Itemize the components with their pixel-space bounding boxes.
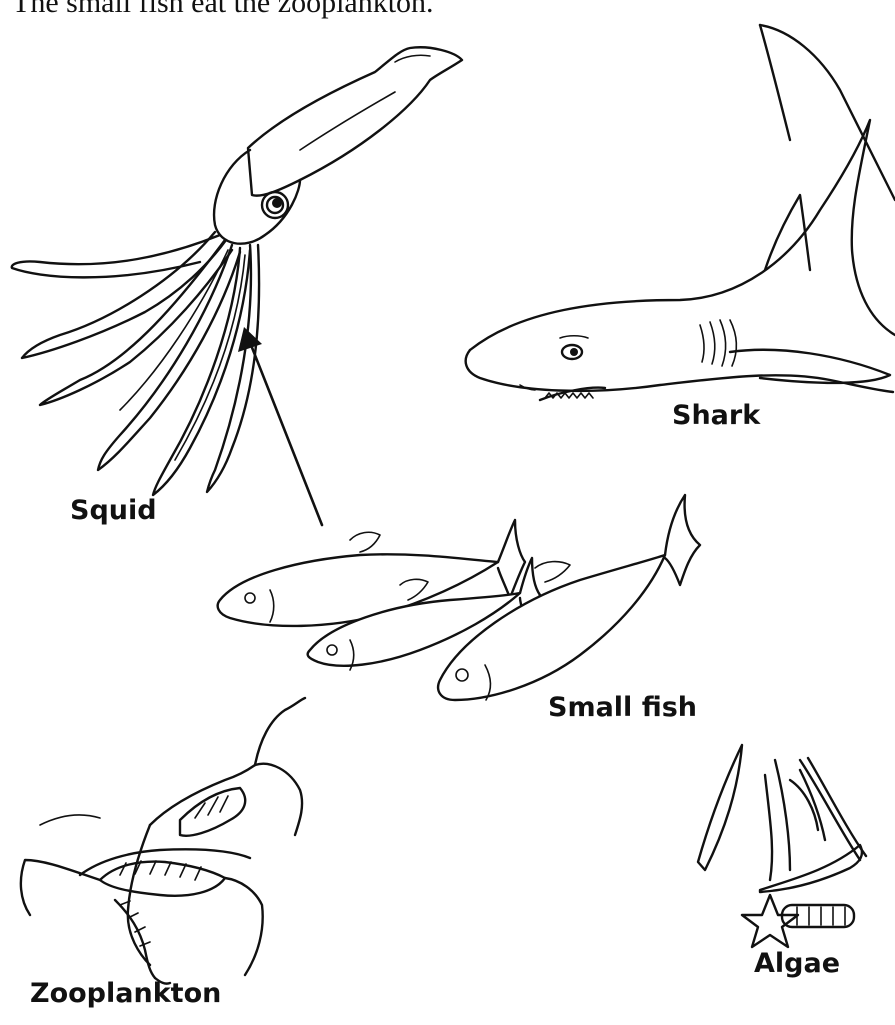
arrow-smallfish-to-squid [238, 327, 322, 525]
zooplankton-illustration [21, 698, 305, 984]
small-fish-illustration [218, 495, 700, 700]
label-shark: Shark [672, 400, 760, 431]
label-squid: Squid [70, 495, 157, 526]
squid-illustration [12, 47, 462, 495]
algae-illustration [698, 745, 866, 947]
label-algae: Algae [754, 948, 840, 979]
shark-illustration [466, 25, 895, 400]
label-zooplankton: Zooplankton [30, 978, 221, 1009]
label-small-fish: Small fish [548, 692, 697, 723]
